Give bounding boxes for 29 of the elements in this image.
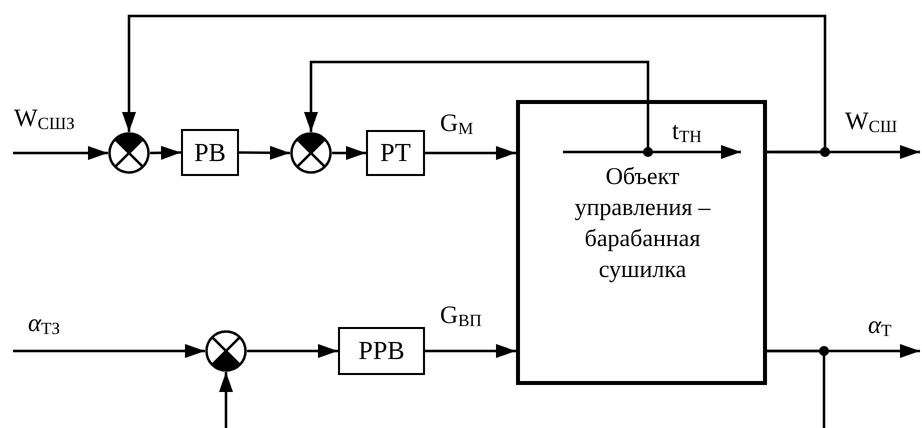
controller-block (338, 327, 425, 375)
arrow (13, 146, 108, 160)
arrow (150, 146, 182, 160)
controller-block (366, 130, 425, 176)
controller-block (181, 129, 239, 176)
arrow (247, 344, 338, 358)
block-label: РТ (380, 138, 411, 168)
block-label: РВ (194, 138, 226, 168)
summing-junction (205, 330, 247, 372)
signal-label: W$_{СШ}$ (845, 109, 898, 135)
arrow (332, 146, 366, 160)
signal-label: α$_{ТЗ}$ (28, 311, 60, 337)
block-label: Объект управления – барабанная сушилка (574, 163, 712, 285)
arrow (13, 344, 205, 358)
signal-label: G$_{ВП}$ (440, 303, 482, 329)
summing-junction (290, 132, 332, 174)
summing-junction (108, 132, 150, 174)
arrow (425, 344, 516, 358)
arrow (122, 14, 826, 154)
arrow (219, 372, 233, 428)
arrow (425, 146, 516, 160)
signal-label: W$_{СШЗ}$ (14, 106, 75, 132)
plant-block (516, 100, 767, 385)
signal-label: α$_{Т}$ (868, 313, 892, 339)
arrow (238, 146, 290, 160)
block-label: РРВ (358, 336, 405, 366)
signal-label: t$_{ТН}$ (672, 119, 702, 145)
signal-label: G$_{М}$ (440, 111, 474, 137)
arrow (304, 60, 650, 132)
